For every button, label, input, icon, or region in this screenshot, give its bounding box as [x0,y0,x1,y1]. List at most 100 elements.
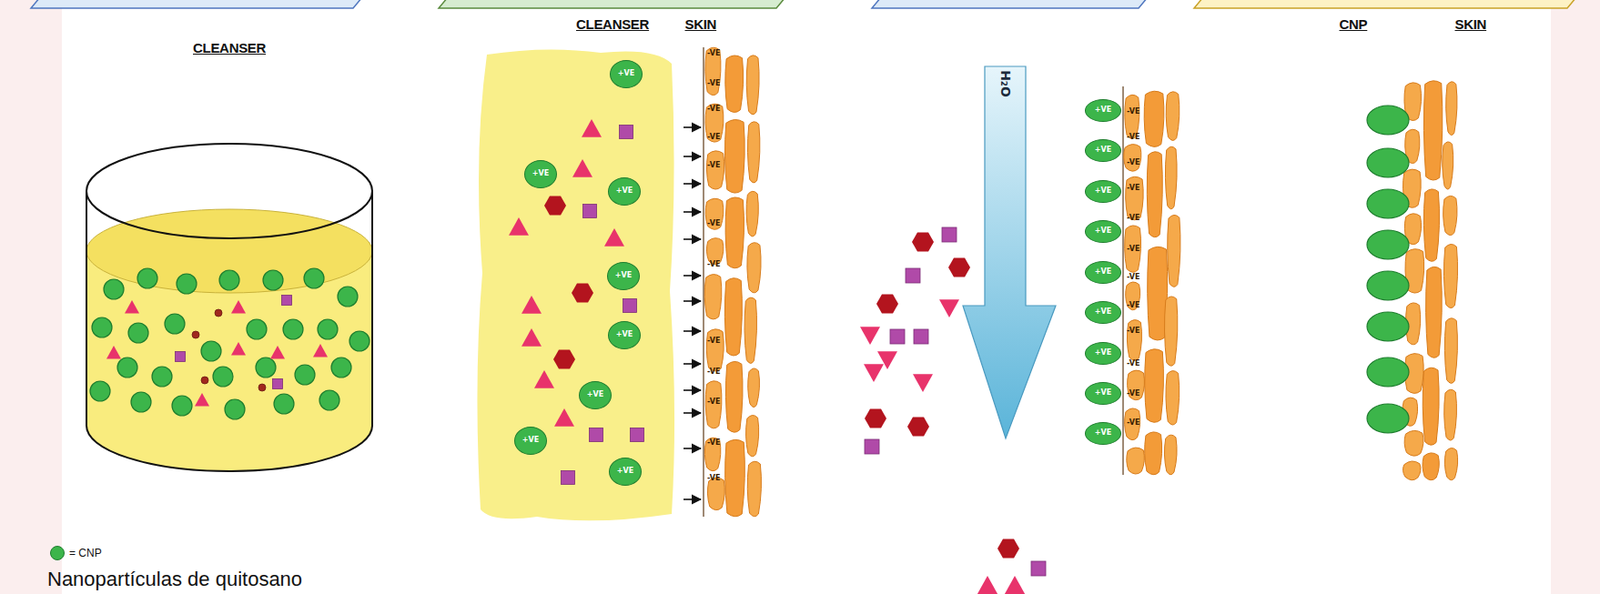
caption-text: Nanopartículas de quitosano [47,567,303,592]
charged-nanoparticle: +VE [1084,382,1122,406]
square-particle [619,125,634,140]
banner [438,0,786,9]
charged-nanoparticle: +VE [578,381,612,410]
square-particle [913,329,929,345]
panel-heading: CLEANSER [576,16,649,32]
charge-label: +VE [522,436,539,445]
skin-cell [1167,214,1181,287]
charged-nanoparticle: +VE [1084,139,1122,163]
triangle-particle [1003,576,1026,594]
charge-label: +VE [1094,308,1112,316]
charge-label: -VE [707,161,720,170]
skin-cell [1124,94,1140,139]
hexagon-particle [553,350,576,370]
skin-cell [1144,91,1165,147]
charge-label: +VE [617,467,634,476]
hexagon-particle [876,294,899,314]
charge-label: -VE [1126,359,1140,368]
legend-entry: = CNP [50,546,102,561]
skin-cell [1403,461,1421,481]
skin-cell [748,368,760,408]
skin-cell [1446,81,1458,136]
legend-text: = CNP [69,546,102,560]
skin-cell [1444,389,1458,441]
triangle-particle [860,326,881,345]
skin-surface [702,47,704,517]
charged-nanoparticle: +VE [607,262,640,291]
cnp-particle [1367,189,1409,219]
charge-label: -VE [1126,326,1140,335]
hexagon-particle [911,232,934,253]
skin-cell [1144,432,1163,476]
attraction-arrow [683,126,701,129]
skin-cell [1423,189,1439,262]
triangle-particle [581,119,602,138]
cnp-particle [164,313,185,335]
cnp-particle [337,286,358,307]
skin-cell [1426,266,1443,358]
charge-label: -VE [707,367,720,376]
small-particle [201,376,209,385]
square-particle [864,439,880,455]
charge-label: +VE [615,272,632,280]
skin-cell [1165,371,1180,426]
charge-label: -VE [1126,107,1140,116]
skin-cell [724,278,742,356]
charge-label: -VE [707,104,720,113]
skin-cell [704,274,722,320]
square-particle [589,428,604,443]
skin-cell [725,197,744,269]
liquid-surface [86,209,373,294]
charge-label: -VE [1126,158,1140,167]
skin-cell [1404,430,1424,456]
skin-cell [1164,296,1178,366]
charged-nanoparticle: +VE [1084,180,1122,203]
skin-cell [1126,447,1145,475]
charged-nanoparticle: +VE [1084,99,1122,122]
charge-label: -VE [1126,213,1140,223]
charge-label: -VE [707,219,720,228]
cnp-particle [128,323,149,344]
triangle-particle [508,217,529,236]
triangle-particle [939,299,960,318]
white-panel [61,0,1551,594]
triangle-particle [270,345,285,359]
cnp-particle [219,270,240,291]
beaker-outline [86,191,373,472]
skin-cell [1443,195,1458,235]
triangle-particle [604,228,625,247]
triangle-particle [194,393,210,406]
charge-label: -VE [707,49,720,58]
banner [30,0,363,9]
charge-label: +VE [1094,106,1112,114]
square-particle [623,299,638,314]
skin-cell [1125,282,1141,311]
skin-cell [705,198,724,230]
panel-heading: SKIN [1455,16,1488,32]
cnp-particle [137,268,158,289]
triangle-particle [534,370,555,389]
charged-nanoparticle: +VE [1084,301,1122,325]
attraction-arrow [683,182,701,185]
cnp-particle [212,366,233,387]
skin-cell [725,361,743,433]
charge-label: +VE [616,331,633,339]
charged-nanoparticle: +VE [524,160,557,189]
skin-cell [1127,370,1145,401]
skin-cell [1443,243,1458,308]
cnp-particle [331,357,352,378]
cnp-particle [1367,105,1409,135]
skin-cell [706,329,724,372]
charged-nanoparticle: +VE [514,426,547,456]
cnp-particle [1367,357,1409,387]
charge-label: -VE [1126,183,1140,193]
banner [1194,0,1577,9]
square-particle [583,204,598,219]
cnp-particle [263,270,284,291]
triangle-particle [863,364,884,383]
skin-cell [1146,151,1163,238]
skin-cell [705,381,722,429]
skin-cell [1444,448,1458,481]
